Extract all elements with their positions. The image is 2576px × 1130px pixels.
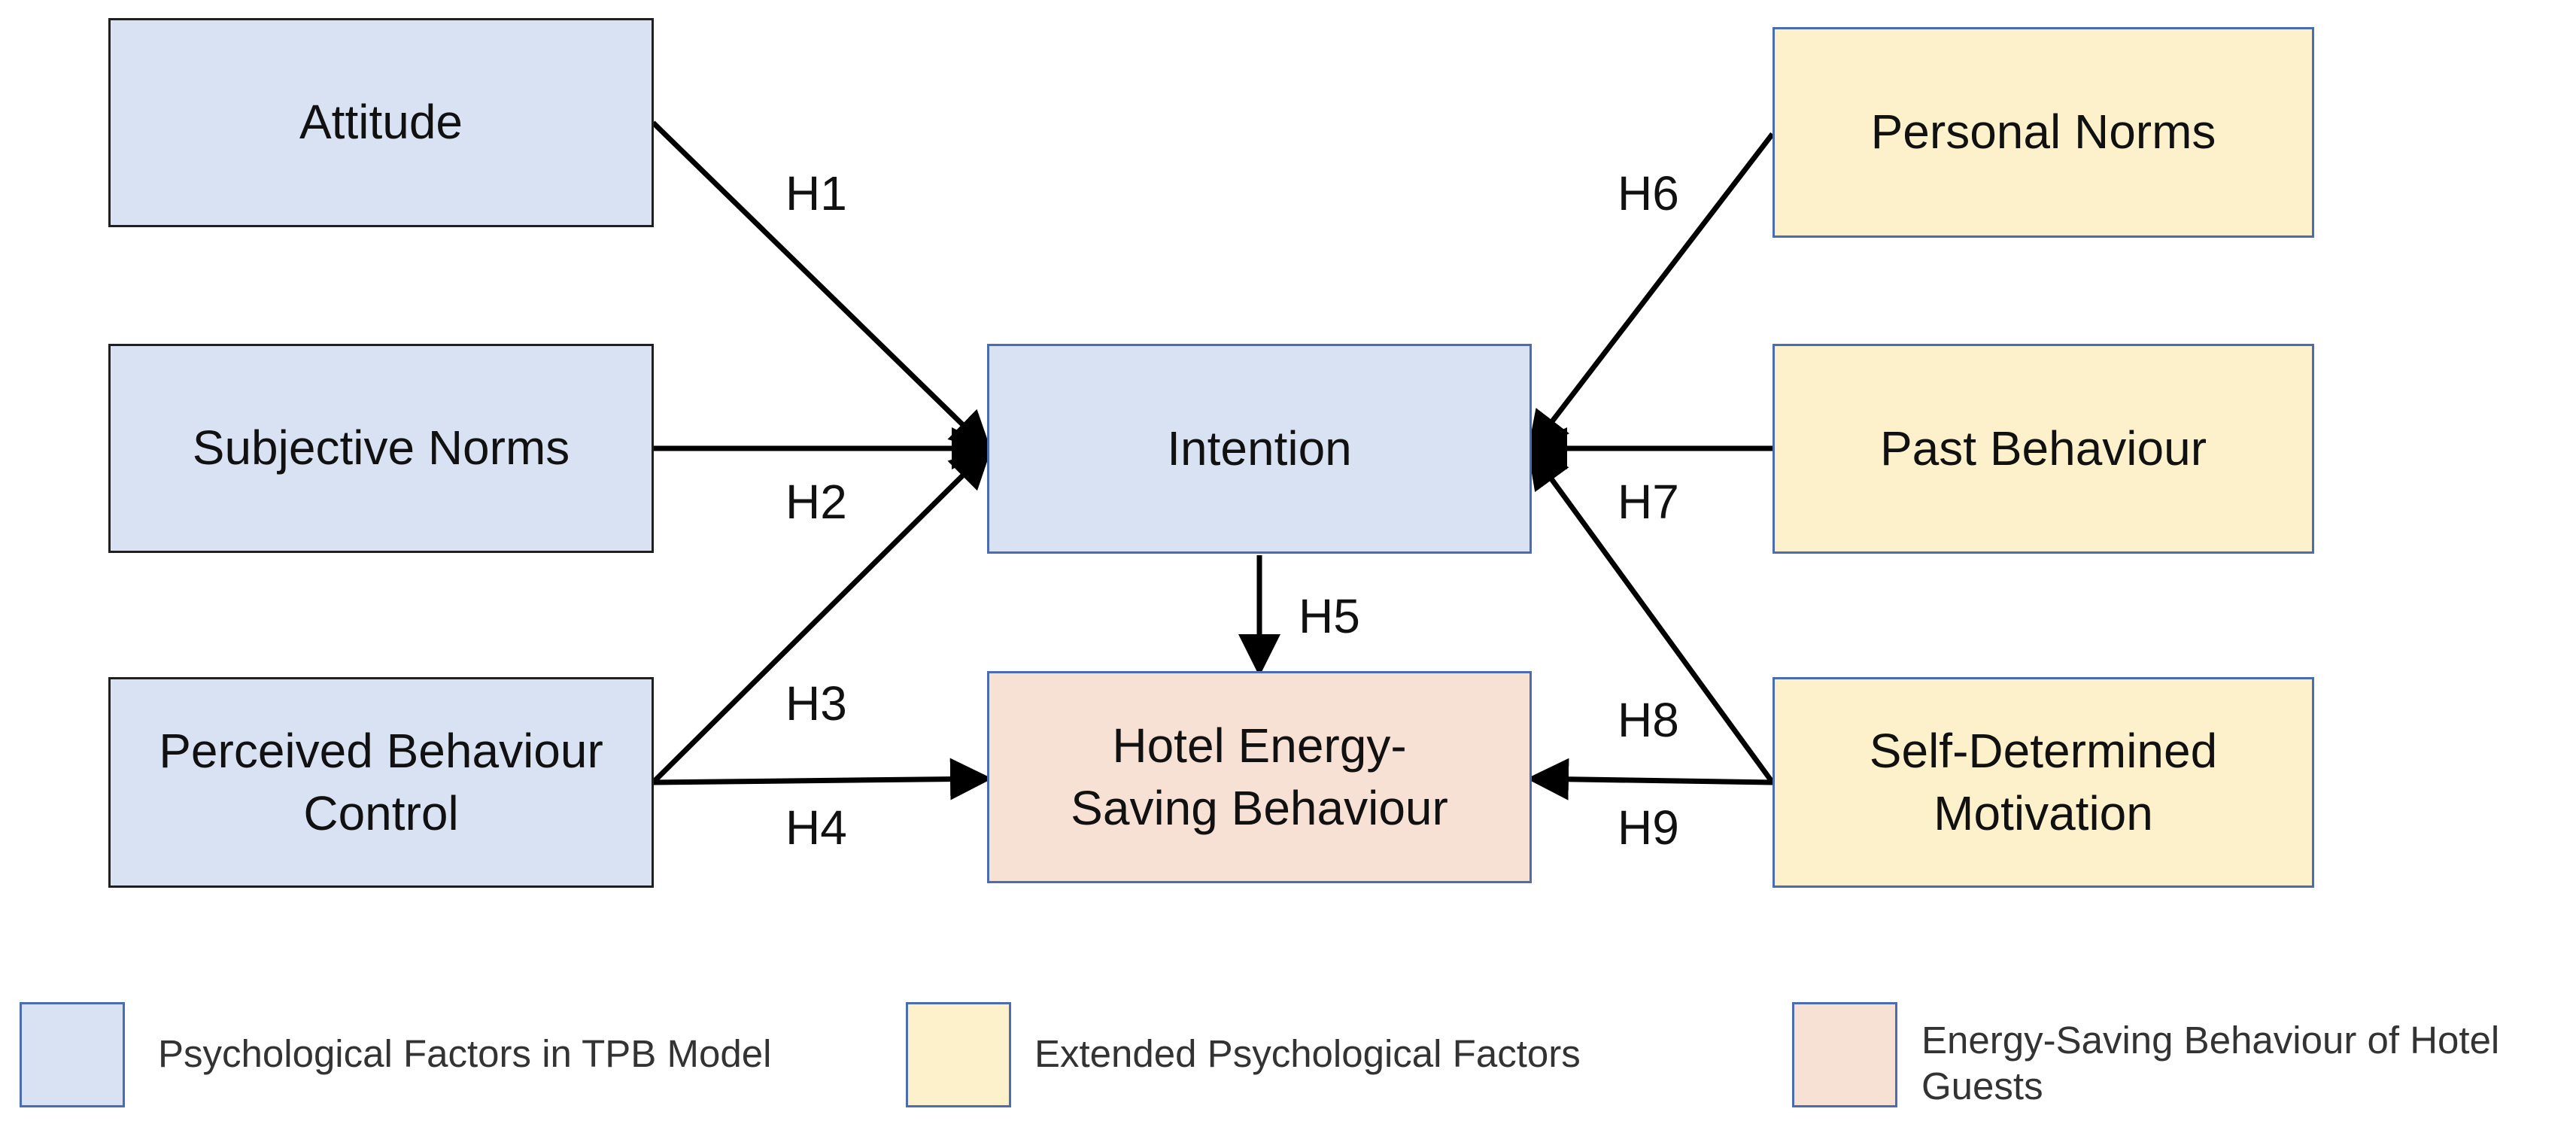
- node-past-behaviour: Past Behaviour: [1773, 344, 2314, 554]
- node-self-determined-motivation-label: Self-Determined Motivation: [1869, 723, 2218, 840]
- node-intention-label: Intention: [1167, 421, 1352, 475]
- node-hotel-energy-saving-behaviour-label: Hotel Energy-Saving Behaviour: [1071, 718, 1448, 835]
- legend-swatch-extended: [906, 1002, 1011, 1107]
- node-past-behaviour-label: Past Behaviour: [1879, 421, 2207, 475]
- node-perceived-behaviour-control: Perceived Behaviour Control: [108, 677, 654, 888]
- arrow-h8: [1526, 445, 1775, 785]
- arrow-h1: [651, 120, 993, 454]
- hypothesis-label-h5: H5: [1299, 589, 1360, 643]
- hypothesis-label-h1: H1: [785, 166, 847, 220]
- arrow-h4: [652, 758, 992, 800]
- legend-label-tpb: Psychological Factors in TPB Model: [158, 1032, 772, 1075]
- node-self-determined-motivation: Self-Determined Motivation: [1773, 677, 2314, 888]
- node-attitude: Attitude: [108, 18, 654, 227]
- node-personal-norms-label: Personal Norms: [1870, 105, 2216, 159]
- node-personal-norms: Personal Norms: [1773, 27, 2314, 238]
- legend-label-behaviour: Energy-Saving Behaviour of Hotel Guests: [1921, 1019, 2500, 1108]
- arrow-h3: [651, 446, 992, 785]
- hypothesis-label-h9: H9: [1618, 800, 1679, 855]
- arrow-h6: [1526, 132, 1775, 454]
- legend-swatch-tpb: [20, 1002, 125, 1107]
- legend-label-extended: Extended Psychological Factors: [1034, 1032, 1581, 1075]
- hypothesis-label-h8: H8: [1618, 693, 1679, 747]
- legend-swatch-behaviour: [1792, 1002, 1897, 1107]
- node-intention: Intention: [987, 344, 1532, 554]
- hypothesis-label-h7: H7: [1618, 475, 1679, 529]
- hypothesis-label-h2: H2: [785, 475, 847, 529]
- hypothesis-label-h4: H4: [785, 800, 847, 855]
- hypothesis-label-h6: H6: [1618, 166, 1679, 220]
- node-subjective-norms-label: Subjective Norms: [192, 421, 570, 475]
- node-perceived-behaviour-control-label: Perceived Behaviour Control: [159, 723, 603, 840]
- node-attitude-label: Attitude: [299, 95, 463, 150]
- hypothesis-label-h3: H3: [785, 676, 847, 731]
- arrow-h9: [1526, 758, 1773, 800]
- node-hotel-energy-saving-behaviour: Hotel Energy-Saving Behaviour: [987, 671, 1532, 883]
- node-subjective-norms: Subjective Norms: [108, 344, 654, 553]
